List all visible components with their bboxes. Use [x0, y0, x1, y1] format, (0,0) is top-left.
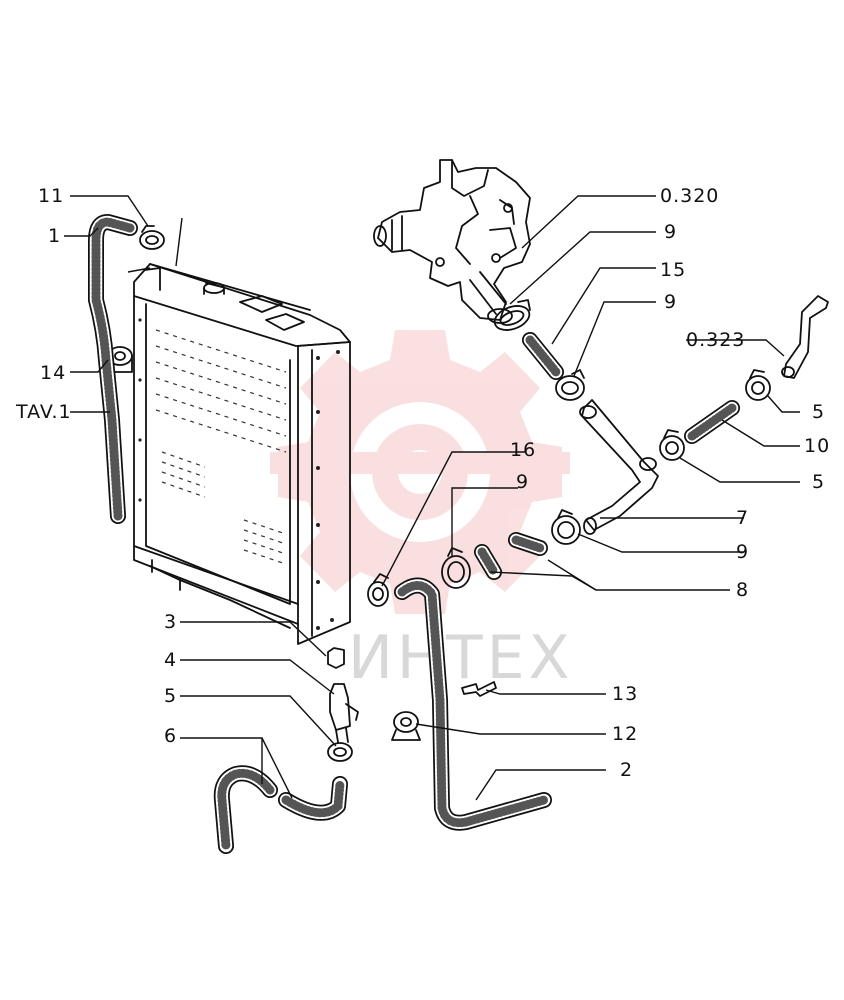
leader-lines [64, 195, 800, 801]
label-15: 15 [660, 259, 686, 281]
part-labels: 11 1 14 TAV.1 0.320 9 15 9 0.323 5 10 16… [15, 185, 830, 781]
label-9-a: 9 [664, 221, 677, 243]
label-8: 8 [736, 579, 749, 601]
watermark-logo [270, 330, 570, 614]
clamp-9-lower-right [551, 509, 581, 545]
label-1: 1 [48, 225, 61, 247]
label-5-a: 5 [812, 401, 825, 423]
label-3: 3 [164, 611, 177, 633]
label-10: 10 [804, 435, 830, 457]
clamp-5-lower [659, 429, 685, 461]
water-pump [373, 159, 531, 324]
label-14: 14 [40, 362, 66, 384]
label-6: 6 [164, 725, 177, 747]
label-5-c: 5 [164, 685, 177, 707]
label-5-b: 5 [812, 471, 825, 493]
label-11: 11 [38, 185, 64, 207]
label-tav1: TAV.1 [15, 401, 72, 423]
label-9-c: 9 [516, 471, 529, 493]
bolt-13 [461, 681, 497, 697]
label-12: 12 [612, 723, 638, 745]
label-2: 2 [620, 759, 633, 781]
watermark-text: ИНТЕХ [348, 623, 574, 693]
label-0323: 0.323 [686, 329, 745, 351]
label-16: 16 [510, 439, 536, 461]
pipes [579, 295, 829, 535]
clamp-16 [367, 573, 389, 607]
hose-clamps [107, 225, 771, 762]
clamp-11 [139, 225, 165, 250]
label-9-d: 9 [736, 541, 749, 563]
drain-tap [327, 647, 359, 743]
clamp-5-upper [745, 369, 771, 401]
label-13: 13 [612, 683, 638, 705]
label-0320: 0.320 [660, 185, 719, 207]
radiator [127, 217, 351, 645]
label-4: 4 [164, 649, 177, 671]
hoses [88, 214, 740, 854]
clip-12 [391, 711, 421, 741]
label-9-b: 9 [664, 291, 677, 313]
clamp-5-drain [327, 742, 353, 762]
clamp-9-upper [493, 299, 531, 331]
label-7: 7 [736, 507, 749, 529]
